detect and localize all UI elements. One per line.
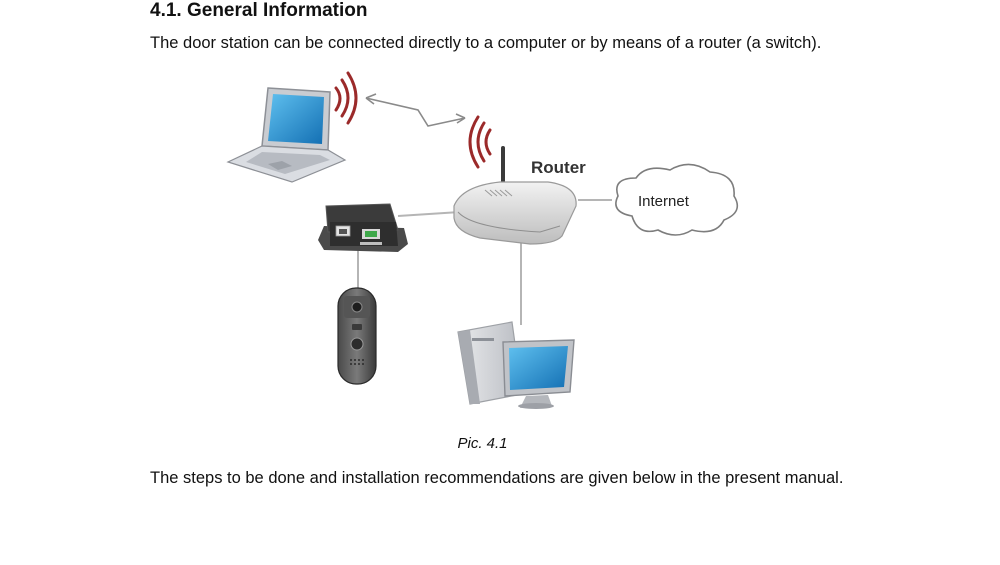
section-heading: 4.1. General Information [150,0,368,21]
wireless-link-icon [365,93,466,127]
network-diagram: Router Internet [226,71,739,409]
adapter-icon [318,203,408,252]
router-icon: Router [453,146,586,245]
figure-caption: Pic. 4.1 [457,435,508,452]
line-adapter-router [397,211,461,217]
desktop-computer-icon [457,321,575,409]
cloud-icon: Internet [615,163,739,236]
body-paragraph: The steps to be done and installation re… [150,469,844,487]
router-label: Router [531,158,586,177]
internet-label: Internet [638,193,690,210]
wifi-waves-icon [468,115,492,169]
intro-text: The door station can be connected direct… [150,34,822,52]
wifi-waves-icon [334,71,358,125]
laptop-icon [226,87,347,183]
door-station-icon [337,287,377,385]
connection-lines [357,199,612,325]
